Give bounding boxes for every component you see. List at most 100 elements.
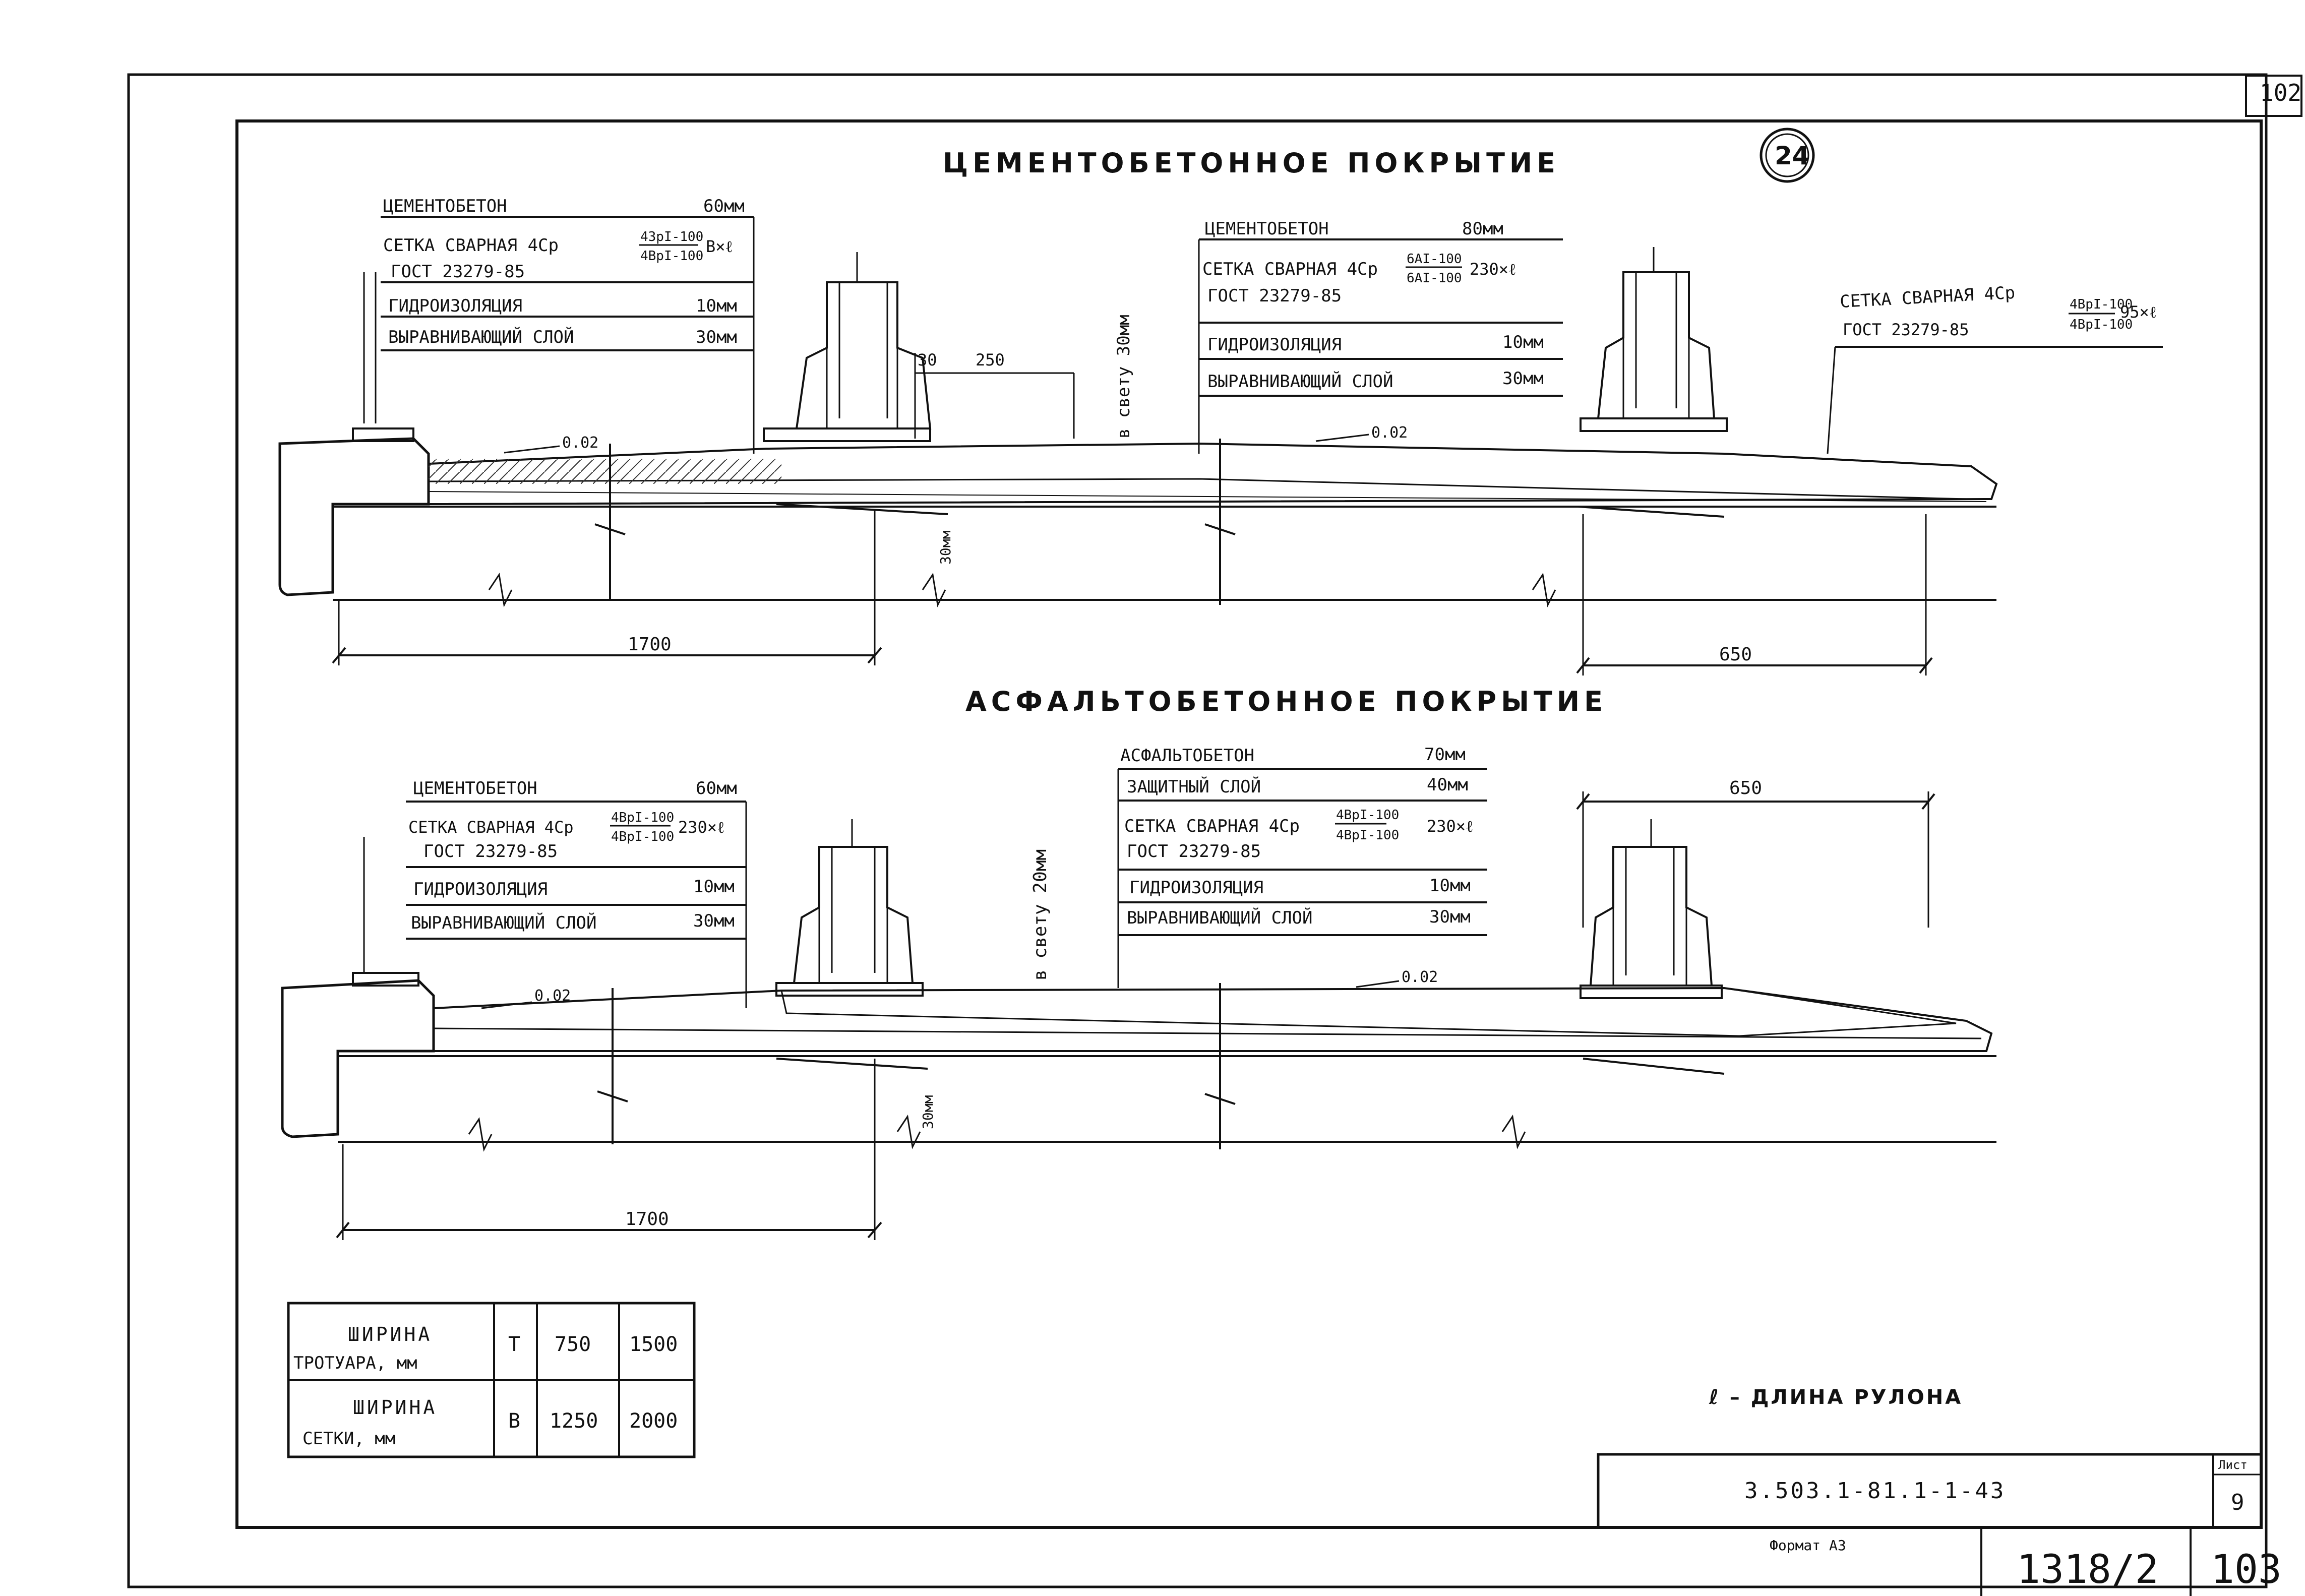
svg-text:4ВрI-100: 4ВрI-100 — [1336, 808, 1399, 823]
bottom-dim-650: 650 — [1576, 778, 1935, 928]
svg-text:ЗАЩИТНЫЙ СЛОЙ: ЗАЩИТНЫЙ СЛОЙ — [1127, 776, 1261, 797]
top-title: ЦЕМЕНТОБЕТОННОЕ ПОКРЫТИЕ — [943, 147, 1560, 179]
circle-number: 24 — [1775, 141, 1810, 170]
bottom-title: АСФАЛЬТОБЕТОННОЕ ПОКРЫТИЕ — [965, 686, 1607, 717]
top-right-layer-4-value: 10мм — [1502, 332, 1544, 352]
top-right-layer-1-value: 80мм — [1462, 219, 1503, 239]
top-left-layer-5-value: 30мм — [696, 327, 737, 347]
bottom-gap-label: 30мм — [920, 1095, 936, 1129]
top-left-layer-2-den: 4ВрI-100 — [640, 249, 703, 264]
top-slope-right: 0.02 — [1371, 424, 1408, 442]
bottom-slope-left: 0.02 — [534, 987, 571, 1005]
top-right-layer-2-den: 6АI-100 — [1407, 271, 1462, 286]
svg-text:4ВрI-100: 4ВрI-100 — [611, 829, 674, 844]
circle-marker — [1760, 128, 1815, 183]
top-left-layer-3-name: ГОСТ 23279-85 — [391, 262, 525, 282]
svg-text:ЦЕМЕНТОБЕТОН: ЦЕМЕНТОБЕТОН — [413, 778, 537, 799]
corner-number: 102 — [2260, 79, 2301, 106]
top-right-layer-4-name: ГИДРОИЗОЛЯЦИЯ — [1207, 335, 1342, 355]
svg-text:ГИДРОИЗОЛЯЦИЯ: ГИДРОИЗОЛЯЦИЯ — [413, 879, 548, 899]
table-row1-label2: ТРОТУАРА, мм — [293, 1353, 417, 1373]
svg-text:650: 650 — [1719, 644, 1752, 665]
top-far-right-value: 95×ℓ — [2120, 302, 2157, 322]
top-far-right-den: 4ВрI-100 — [2070, 317, 2133, 332]
svg-text:60мм: 60мм — [696, 778, 737, 799]
top-dim-250: 250 — [976, 350, 1005, 370]
svg-text:650: 650 — [1729, 778, 1762, 799]
width-table: ШИРИНА ТРОТУАРА, мм Т 750 1500 ШИРИНА СЕ… — [287, 1302, 696, 1458]
table-row2-label1: ШИРИНА — [353, 1396, 437, 1419]
top-left-layer-4-value: 10мм — [696, 296, 737, 316]
svg-text:40мм: 40мм — [1427, 775, 1468, 795]
top-left-callout: ЦЕМЕНТОБЕТОН 60мм СЕТКА СВАРНАЯ 4Ср 4ЗрI… — [363, 196, 755, 454]
svg-text:4ВрI-100: 4ВрI-100 — [611, 810, 674, 825]
svg-text:ВЫРАВНИВАЮЩИЙ СЛОЙ: ВЫРАВНИВАЮЩИЙ СЛОЙ — [1127, 907, 1312, 928]
top-left-layer-5-name: ВЫРАВНИВАЮЩИЙ СЛОЙ — [388, 327, 574, 347]
table-row1-symbol: Т — [508, 1333, 520, 1356]
top-rail-post-right — [1580, 247, 1728, 432]
svg-text:ГОСТ 23279-85: ГОСТ 23279-85 — [1127, 841, 1261, 862]
svg-text:230×ℓ: 230×ℓ — [678, 818, 724, 837]
top-dim-30: 30 — [918, 350, 937, 370]
outer-frame — [127, 73, 2268, 1588]
list-number: 9 — [2231, 1490, 2245, 1515]
corner-number-box — [2245, 75, 2302, 117]
svg-text:СЕТКА СВАРНАЯ 4Ср: СЕТКА СВАРНАЯ 4Ср — [1124, 816, 1300, 836]
table-row1-v2: 1500 — [629, 1333, 678, 1356]
top-left-layer-2-name: СЕТКА СВАРНАЯ 4Ср — [383, 235, 559, 256]
svg-text:10мм: 10мм — [693, 877, 735, 897]
table-row1-label1: ШИРИНА — [348, 1323, 432, 1345]
top-far-right-gost: ГОСТ 23279-85 — [1843, 320, 1969, 339]
svg-text:30мм: 30мм — [693, 911, 735, 931]
bottom-right-callout: АСФАЛЬТОБЕТОН 70мм ЗАЩИТНЫЙ СЛОЙ 40мм СЕ… — [1117, 745, 1487, 988]
top-clear-label: в свету 30мм — [1114, 315, 1134, 439]
top-slope-left: 0.02 — [562, 434, 598, 452]
top-left-layer-1-value: 60мм — [703, 196, 745, 216]
bottom-dim-1700: 1700 — [336, 1059, 882, 1240]
top-gap-label: 30мм — [937, 530, 954, 565]
table-row2-v1: 1250 — [550, 1409, 598, 1433]
legend-note: ℓ – ДЛИНА РУЛОНА — [1709, 1386, 1963, 1409]
svg-text:АСФАЛЬТОБЕТОН: АСФАЛЬТОБЕТОН — [1120, 746, 1254, 766]
top-rail-post-left — [763, 252, 932, 442]
top-far-right-callout: СЕТКА СВАРНАЯ 4Ср 4ВрI-100 4ВрI-100 95×ℓ… — [1827, 283, 2163, 454]
table-row2-v2: 2000 — [629, 1409, 678, 1433]
doc-code: 3.503.1-81.1-1-43 — [1744, 1478, 2006, 1504]
inventory-number: 1318/2 — [2017, 1547, 2159, 1592]
list-label: Лист — [2218, 1458, 2248, 1472]
bottom-left-callout: ЦЕМЕНТОБЕТОН 60мм СЕТКА СВАРНАЯ 4Ср 4ВрI… — [363, 778, 747, 1008]
svg-text:230×ℓ: 230×ℓ — [1427, 817, 1473, 836]
bottom-rail-post-left — [775, 819, 924, 997]
table-row2-label2: СЕТКИ, мм — [302, 1429, 395, 1449]
top-right-callout: ЦЕМЕНТОБЕТОН 80мм СЕТКА СВАРНАЯ 4Ср 6АI-… — [1198, 219, 1563, 454]
svg-text:1700: 1700 — [628, 634, 672, 655]
table-row1-v1: 750 — [555, 1333, 591, 1356]
bottom-deck-section — [281, 972, 1996, 1152]
top-left-layer-2-value: В×ℓ — [706, 237, 733, 256]
top-right-layer-1-name: ЦЕМЕНТОБЕТОН — [1205, 219, 1329, 239]
top-right-layer-2-name: СЕТКА СВАРНАЯ 4Ср — [1202, 259, 1378, 279]
bottom-clear-label: в свету 20мм — [1030, 849, 1051, 980]
svg-text:ВЫРАВНИВАЮЩИЙ СЛОЙ: ВЫРАВНИВАЮЩИЙ СЛОЙ — [411, 912, 596, 933]
svg-text:СЕТКА СВАРНАЯ 4Ср: СЕТКА СВАРНАЯ 4Ср — [408, 818, 574, 837]
svg-text:70мм: 70мм — [1424, 745, 1466, 765]
top-right-layer-3-name: ГОСТ 23279-85 — [1207, 286, 1342, 306]
top-far-right-num: 4ВрI-100 — [2070, 297, 2133, 312]
svg-text:10мм: 10мм — [1429, 876, 1471, 896]
top-right-layer-2-value: 230×ℓ — [1470, 260, 1516, 279]
top-dim-1700: 1700 — [332, 509, 882, 665]
top-right-layer-5-name: ВЫРАВНИВАЮЩИЙ СЛОЙ — [1207, 371, 1393, 392]
top-left-layer-2-num: 4ЗрI-100 — [640, 229, 703, 244]
top-right-layer-5-value: 30мм — [1502, 369, 1544, 389]
format-label: Формат А3 — [1770, 1537, 1846, 1554]
top-left-layer-4-name: ГИДРОИЗОЛЯЦИЯ — [388, 296, 522, 316]
svg-text:ГОСТ 23279-85: ГОСТ 23279-85 — [423, 841, 558, 862]
bottom-rail-post-right — [1580, 819, 1723, 999]
svg-text:ГИДРОИЗОЛЯЦИЯ: ГИДРОИЗОЛЯЦИЯ — [1129, 878, 1263, 898]
svg-text:4ВрI-100: 4ВрI-100 — [1336, 828, 1399, 843]
top-right-layer-2-num: 6АI-100 — [1407, 252, 1462, 267]
table-row2-symbol: В — [508, 1409, 520, 1433]
inner-frame — [235, 119, 2263, 1529]
top-far-right-name: СЕТКА СВАРНАЯ 4Ср — [1839, 283, 2016, 312]
